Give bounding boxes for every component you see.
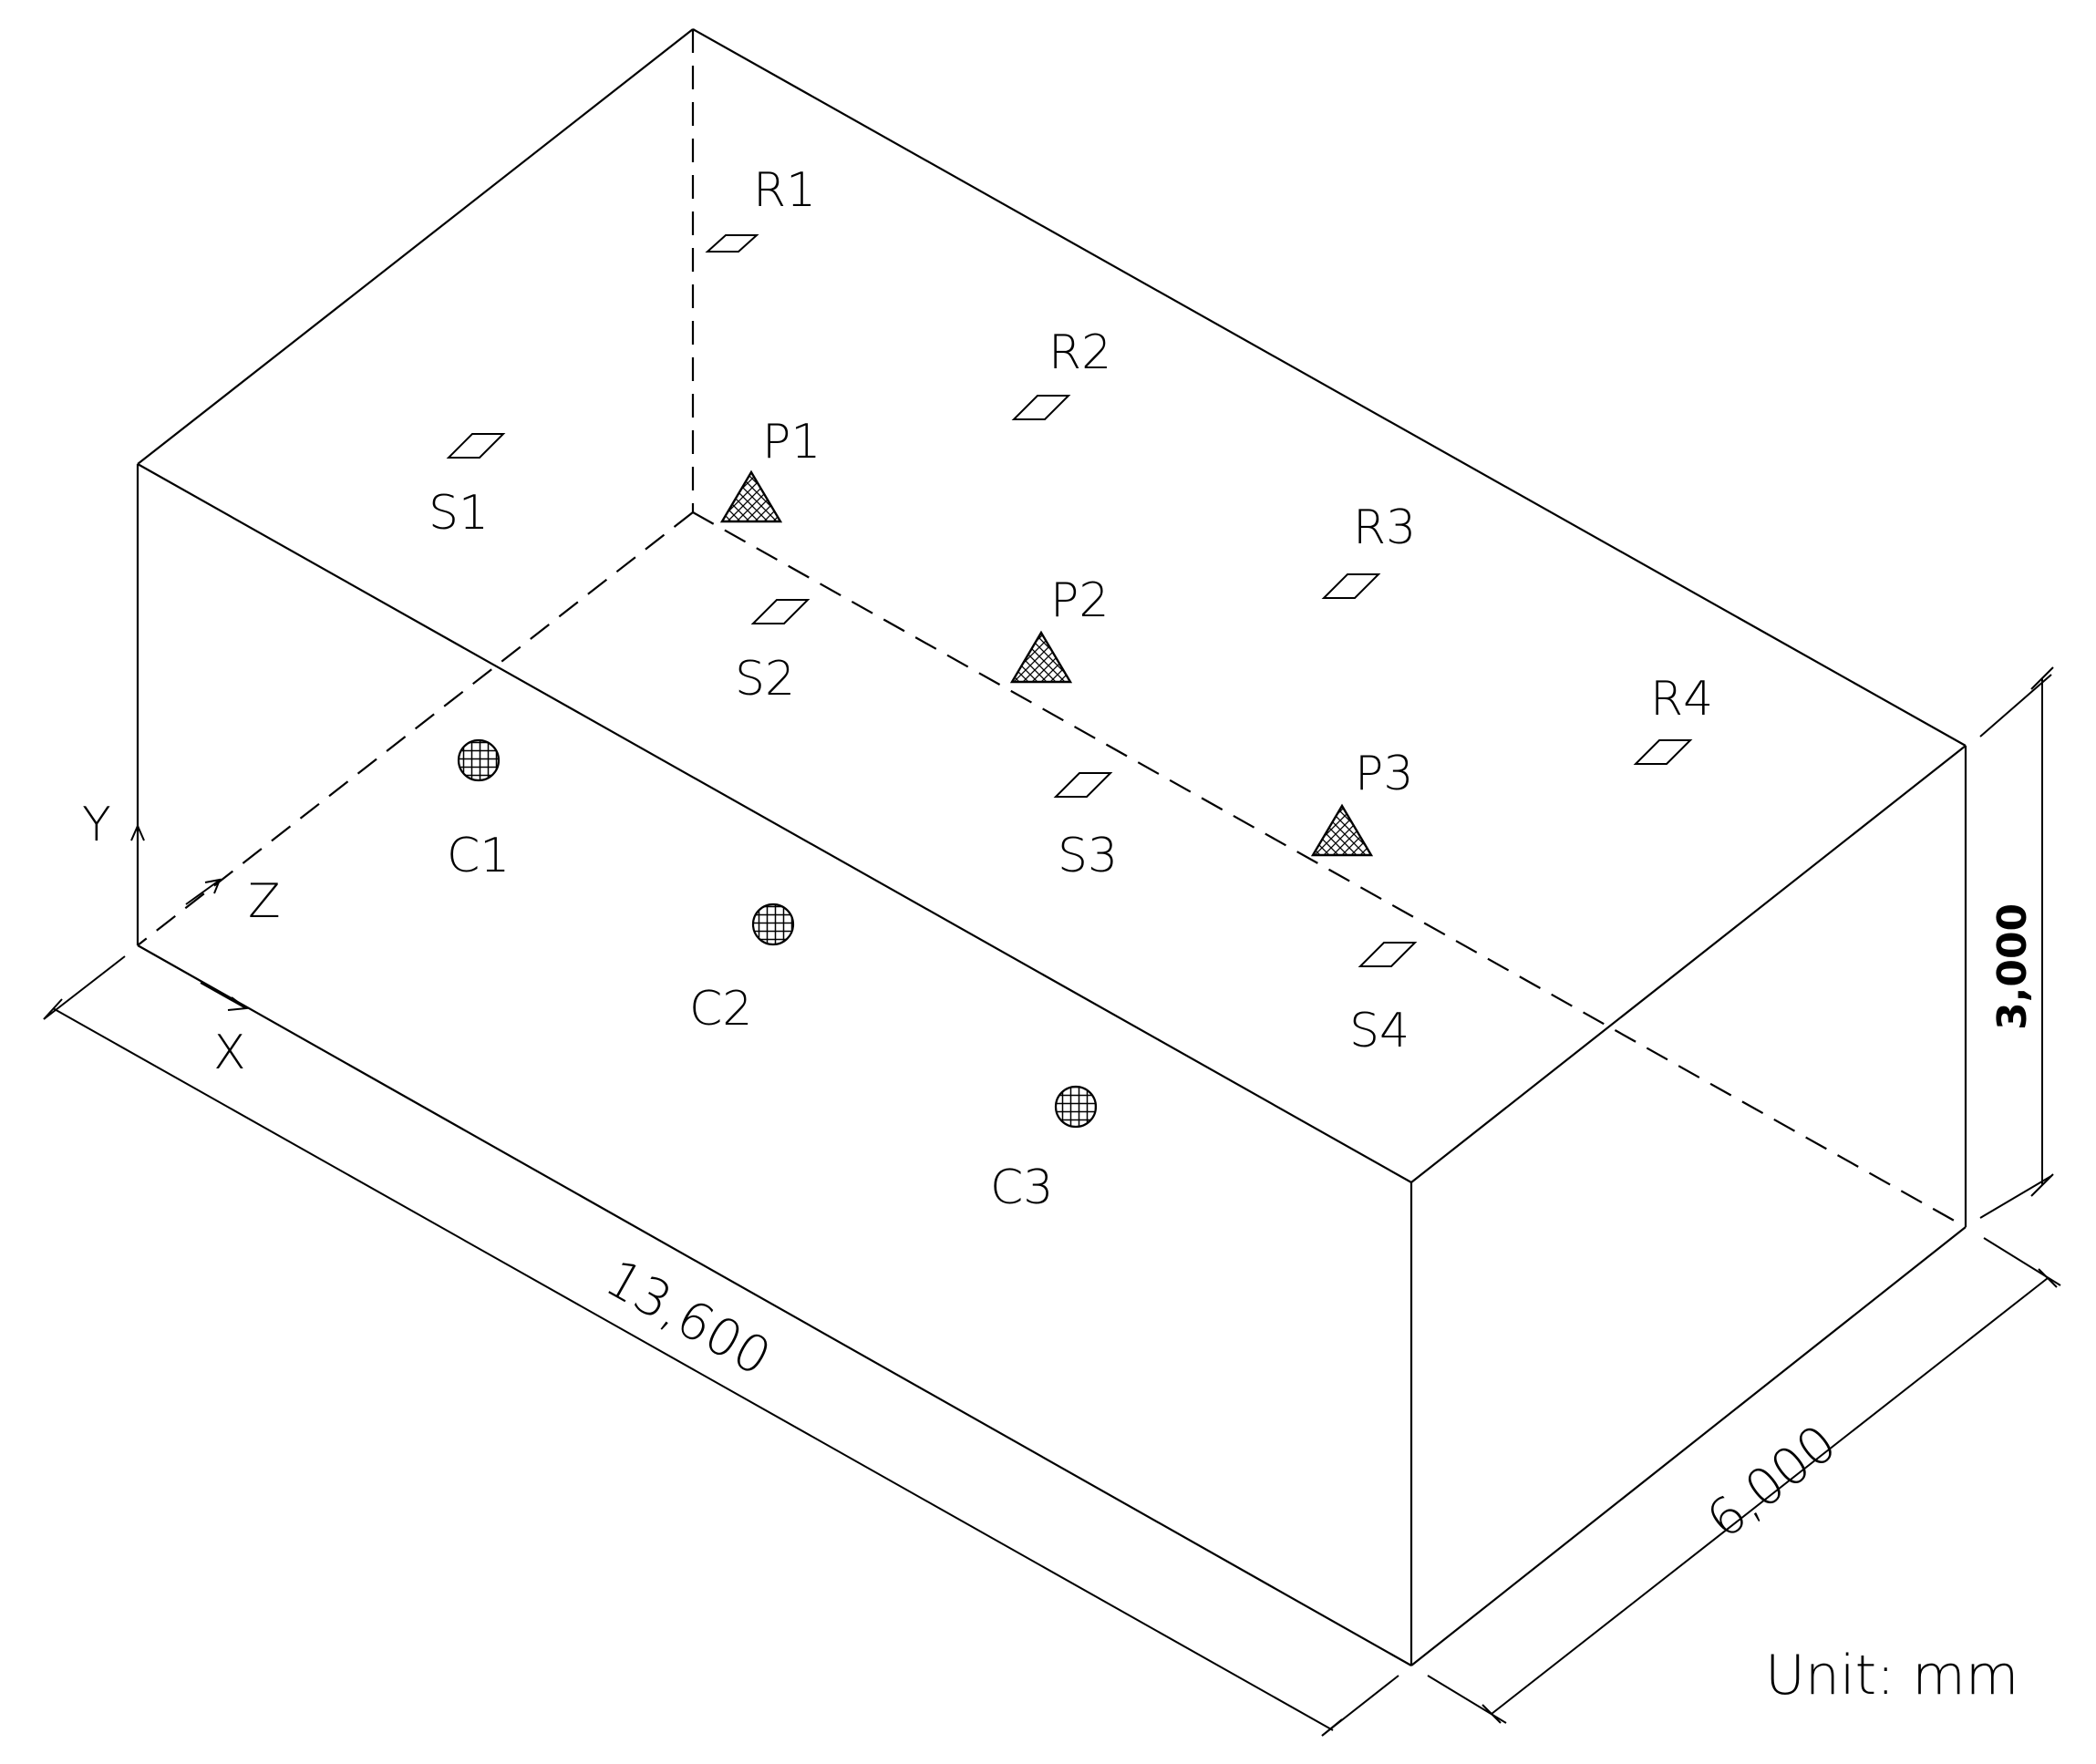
box-edge [1410,1226,1967,1666]
source-marker-s4 [1358,942,1418,967]
source-marker-s2 [750,599,811,624]
point-label-p2: P2 [1050,573,1109,628]
y-axis-label: Y [82,798,111,852]
width-tick [1482,1704,1502,1724]
sources: S1 S2 S3 S4 [428,433,1418,1058]
receiver-marker-r2 [1011,395,1071,420]
axis-indicator: Y Z X [82,798,281,1080]
length-dimension-line [52,1007,1334,1731]
length-tick [1321,1718,1343,1737]
y-arrowhead [130,823,145,841]
point-label-p3: P3 [1355,747,1413,801]
z-axis-arrow [185,880,220,905]
receiver-label-r2: R2 [1048,325,1111,380]
point-marker-p2 [1009,630,1073,684]
point-label-p1: P1 [762,415,821,469]
source-marker-s1 [446,433,506,459]
receiver-marker-r4 [1633,739,1693,765]
point-marker-c1 [457,738,501,782]
source-label-s3: S3 [1058,829,1118,883]
receivers: R1 R2 R3 R4 [705,163,1713,765]
width-tick [2038,1268,2058,1288]
height-dimension: 3,000 [1979,666,2054,1219]
length-tick [43,998,63,1020]
receiver-label-r3: R3 [1353,500,1416,555]
height-dimension-value: 3,000 [1989,903,2036,1030]
box-edge [137,28,694,465]
source-label-s1: S1 [428,486,489,541]
room-box [136,28,1967,1666]
hidden-edge [137,511,694,946]
z-axis-label: Z [248,874,281,929]
height-extension-line [1979,674,2052,738]
x-axis-arrow [200,982,245,1008]
height-tick [2030,666,2054,690]
point-marker-p1 [719,469,783,523]
x-axis-label: X [213,1026,246,1080]
x-arrowhead [227,996,249,1011]
p-points: P1 P2 P3 [719,415,1413,857]
point-label-c2: C2 [689,982,752,1037]
source-marker-s3 [1053,772,1113,798]
box-edge [137,463,1412,1183]
point-marker-c2 [751,903,795,946]
box-edge [137,944,1412,1666]
box-edge [1410,745,1967,1183]
receiver-marker-r1 [705,234,759,253]
point-label-c3: C3 [990,1161,1053,1215]
z-arrowhead [204,878,222,894]
point-label-c1: C1 [447,829,510,883]
hidden-edge [692,511,1967,1228]
source-label-s4: S4 [1349,1004,1409,1058]
point-marker-p3 [1310,803,1374,857]
c-points: C1 C2 C3 [447,738,1098,1215]
receiver-marker-r3 [1321,573,1381,599]
height-tick [2030,1173,2054,1197]
width-dimension-line [1491,1277,2049,1715]
width-dimension-value: 6,000 [1696,1414,1847,1551]
hidden-edges [137,29,1967,1228]
receiver-label-r4: R4 [1650,672,1713,727]
length-dimension: 13,600 [43,955,1399,1737]
box-edge [692,28,1967,747]
source-label-s2: S2 [735,652,795,707]
receiver-label-r1: R1 [753,163,816,218]
unit-label: Unit: mm [1765,1644,2019,1707]
point-marker-c3 [1054,1085,1098,1129]
height-extension-line [1979,1175,2052,1219]
length-extension-line [43,955,126,1020]
